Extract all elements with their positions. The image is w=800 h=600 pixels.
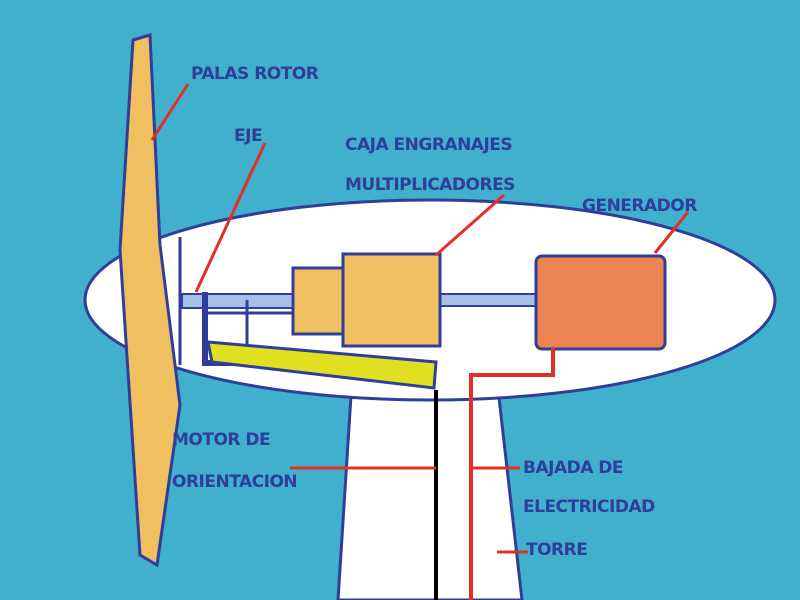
label-torre: TORRE [526,540,588,560]
label-motor-line1: MOTOR DE [172,430,271,450]
tower [336,378,524,600]
label-bajada-line1: BAJADA DE [523,458,624,478]
leader-caja [435,193,505,257]
rotor-blade [118,33,182,568]
leader-generador [653,211,690,254]
main-shaft [181,293,297,309]
secondary-shaft [439,293,539,307]
leader-lines [150,83,690,554]
label-caja-line1: CAJA ENGRANAJES [345,135,513,155]
label-generador: GENERADOR [582,196,697,216]
leader-palas-rotor [150,83,190,141]
electric-cable [469,348,555,600]
label-bajada-line2: ELECTRICIDAD [523,497,655,517]
leader-eje [194,142,267,293]
gearbox-small [291,266,347,336]
generator [534,254,667,351]
label-motor-line2: ORIENTACION [172,472,298,492]
label-eje: EJE [234,126,263,146]
label-caja-line2: MULTIPLICADORES [345,175,515,195]
yaw-motor [206,340,438,390]
label-palas-rotor: PALAS ROTOR [191,64,319,84]
gearbox-large [341,252,442,348]
